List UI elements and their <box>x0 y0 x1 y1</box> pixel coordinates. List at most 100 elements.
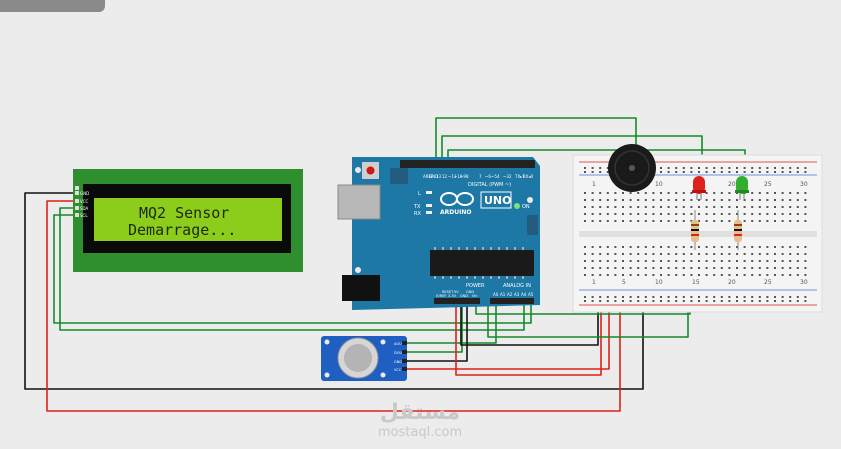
uno-badge <box>480 191 512 209</box>
l-label: L <box>418 191 421 197</box>
lcd-pin-gnd: GND <box>80 191 89 196</box>
digital-pin-8: 8 <box>466 174 469 179</box>
digital-pin-12: 12 <box>442 174 448 179</box>
power-pin-ioref: IOREF <box>436 294 446 298</box>
sensor-hole-1 <box>324 339 330 345</box>
sensor-mesh <box>344 344 372 372</box>
mount-hole-2 <box>527 197 533 203</box>
reset-button-cap <box>366 166 375 175</box>
lcd-display[interactable]: MQ2 Sensor Demarrage... GND VCC SDA SCL <box>73 169 303 272</box>
bb-col-20-bottom: 20 <box>728 279 736 286</box>
arduino-logo-icon <box>440 192 474 206</box>
bb-col-30: 30 <box>800 181 808 188</box>
icsp-header-2 <box>527 215 538 235</box>
wire-sensor-dout <box>406 298 463 353</box>
power-label: POWER <box>466 283 485 289</box>
analog-header <box>490 298 534 304</box>
power-pin-vin: Vin <box>472 294 478 298</box>
digital-pin-5: ~5 <box>491 174 497 179</box>
digital-label: DIGITAL (PWM ~) <box>468 182 511 188</box>
power-header <box>434 298 480 304</box>
analog-pin-a2: A2 <box>507 292 513 297</box>
wire-lcd-gnd <box>24 192 644 390</box>
usb-port <box>337 184 381 220</box>
lcd-pin-scl: SCL <box>80 213 88 218</box>
mount-hole-3 <box>355 267 361 273</box>
analog-pin-a4: A4 <box>521 292 527 297</box>
tx-label: TX <box>413 204 421 210</box>
top-tab[interactable] <box>0 0 105 12</box>
digital-pin-13: 13 <box>436 174 442 179</box>
bb-col-15-bottom: 15 <box>692 279 700 286</box>
mount-hole-1 <box>355 167 361 173</box>
digital-pin-11: ~11 <box>448 174 457 179</box>
chip-pins <box>434 247 524 279</box>
analog-label: ANALOG IN <box>503 283 531 289</box>
bb-col-10: 10 <box>655 181 663 188</box>
resistor-2[interactable] <box>734 210 742 250</box>
sensor-pin-aout: AOUT <box>394 342 405 346</box>
wire-gnd-rail <box>460 298 599 346</box>
digital-pin-9: ~9 <box>460 174 466 179</box>
power-pin-reset: RESET <box>442 290 454 294</box>
power-pin-gnd-2: GND <box>466 290 474 294</box>
sensor-pin-dout: DOUT <box>394 351 405 355</box>
power-pin-3v3: 3.3V <box>448 294 457 298</box>
wire-led-gnd <box>487 298 689 338</box>
bb-col-1-bottom: 1 <box>592 279 596 286</box>
bb-col-25: 25 <box>764 181 772 188</box>
wire-sensor-vcc <box>406 298 610 370</box>
digital-pin-6: ~6 <box>485 174 491 179</box>
digital-pin-10: ~10 <box>454 174 463 179</box>
sensor-pin-gnd: GND <box>394 360 402 364</box>
digital-pin-aref: AREF <box>423 174 434 179</box>
led-green[interactable] <box>735 176 749 200</box>
bb-col-30-bottom: 30 <box>800 279 808 286</box>
digital-pin-1: TX▸1 <box>514 174 525 179</box>
watermark-arabic: مستقل <box>380 400 460 425</box>
icsp-header <box>390 168 408 184</box>
bb-col-1: 1 <box>592 181 596 188</box>
wire-sensor-gnd <box>406 298 468 362</box>
arduino-brand: ARDUINO <box>440 209 471 216</box>
lcd-pin-vcc: VCC <box>80 199 89 204</box>
analog-pin-a0: A0 <box>493 292 499 297</box>
bb-col-10-bottom: 10 <box>655 279 663 286</box>
sensor-hole-2 <box>324 372 330 378</box>
sensor-hole-3 <box>380 339 386 345</box>
power-pin-gnd-1: GND <box>460 294 468 298</box>
arduino-uno[interactable]: AREF GND 13 12 ~11 ~10 ~9 8 7 ~6 ~5 4 ~3… <box>337 157 540 310</box>
buzzer[interactable] <box>608 144 656 192</box>
watermark-url: mostaql.com <box>378 425 462 440</box>
lcd-line-2: Demarrage... <box>128 221 236 239</box>
lcd-pin-sda: SDA <box>80 206 89 211</box>
rx-label: RX <box>414 211 421 217</box>
wire-lcd-sda <box>59 207 525 331</box>
digital-pin-4: 4 <box>497 174 500 179</box>
resistor-1[interactable] <box>691 210 699 250</box>
bb-col-20: 20 <box>728 181 736 188</box>
analog-pin-a1: A1 <box>500 292 506 297</box>
digital-pin-gnd: GND <box>429 174 438 179</box>
bb-col-25-bottom: 25 <box>764 279 772 286</box>
lcd-line-1: MQ2 Sensor <box>139 204 229 222</box>
analog-pin-a3: A3 <box>514 292 520 297</box>
sensor-hole-4 <box>380 372 386 378</box>
sensor-pin-vcc: VCC <box>394 368 402 372</box>
lcd-pin-header: GND VCC SDA SCL <box>75 186 89 218</box>
digital-pin-3: ~3 <box>503 174 509 179</box>
power-pin-5v: 5V <box>454 290 459 294</box>
led-red[interactable] <box>692 176 706 200</box>
power-jack <box>342 275 380 301</box>
on-label: ON <box>522 204 530 210</box>
uno-label: UNO <box>484 194 512 207</box>
digital-pin-7: 7 <box>479 174 482 179</box>
analog-pin-a5: A5 <box>528 292 534 297</box>
mq2-sensor[interactable]: AOUT DOUT GND VCC <box>321 336 407 381</box>
digital-header <box>400 160 535 168</box>
wire-sensor-aout <box>406 298 497 344</box>
bb-col-5-bottom: 5 <box>622 279 626 286</box>
lcd-screen <box>94 198 282 241</box>
watermark: مستقل mostaql.com <box>378 400 462 440</box>
